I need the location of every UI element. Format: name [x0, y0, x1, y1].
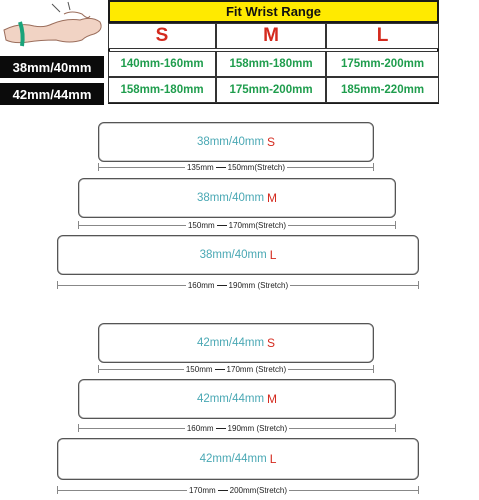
range-to: 170mm(Stretch)	[228, 220, 287, 230]
range-from: 160mm	[186, 423, 214, 433]
size-header-s: S	[108, 23, 216, 49]
range-from: 135mm	[186, 162, 214, 172]
range-42-m: 175mm-200mm	[216, 77, 326, 103]
band-case: 42mm/44mm	[196, 393, 265, 405]
range-to: 170mm (Stretch)	[226, 364, 287, 374]
band-size: S	[267, 336, 276, 350]
range-from: 150mm	[185, 364, 213, 374]
range-from: 160mm	[187, 280, 215, 290]
measure-38-s: 135mm 150mm(Stretch)	[98, 161, 374, 173]
range-38-l: 175mm-200mm	[326, 51, 439, 77]
band-size: L	[269, 248, 277, 262]
range-38-s: 140mm-160mm	[108, 51, 216, 77]
band-size: S	[267, 135, 276, 149]
measure-38-m: 150mm 170mm(Stretch)	[78, 219, 396, 231]
range-38-m: 158mm-180mm	[216, 51, 326, 77]
band-case: 38mm/40mm	[196, 192, 265, 204]
band-case: 42mm/44mm	[199, 453, 267, 465]
range-42-s: 158mm-180mm	[108, 77, 216, 103]
size-header-m: M	[216, 23, 326, 49]
range-to: 190mm (Stretch)	[227, 423, 288, 433]
band-case: 38mm/40mm	[199, 249, 267, 261]
band-size: L	[269, 452, 277, 466]
range-from: 150mm	[187, 220, 215, 230]
range-from: 170mm	[188, 485, 216, 495]
range-42-l: 185mm-220mm	[326, 77, 439, 103]
band-case: 38mm/40mm	[196, 136, 265, 148]
measure-38-l: 160mm 190mm (Stretch)	[57, 279, 419, 291]
size-header-l: L	[326, 23, 439, 49]
measure-42-s: 150mm 170mm (Stretch)	[98, 363, 374, 375]
range-to: 200mm(Stretch)	[229, 485, 288, 495]
measure-42-l: 170mm 200mm(Stretch)	[57, 484, 419, 496]
band-size: M	[267, 191, 278, 205]
band-case: 42mm/44mm	[196, 337, 265, 349]
wrist-icon	[0, 0, 108, 52]
row-label-42-44: 42mm/44mm	[0, 83, 104, 105]
row-label-38-40: 38mm/40mm	[0, 56, 104, 78]
measure-42-m: 160mm 190mm (Stretch)	[78, 422, 396, 434]
band-size: M	[267, 392, 278, 406]
range-to: 190mm (Stretch)	[228, 280, 289, 290]
range-to: 150mm(Stretch)	[227, 162, 286, 172]
table-title: Fit Wrist Range	[108, 0, 439, 23]
